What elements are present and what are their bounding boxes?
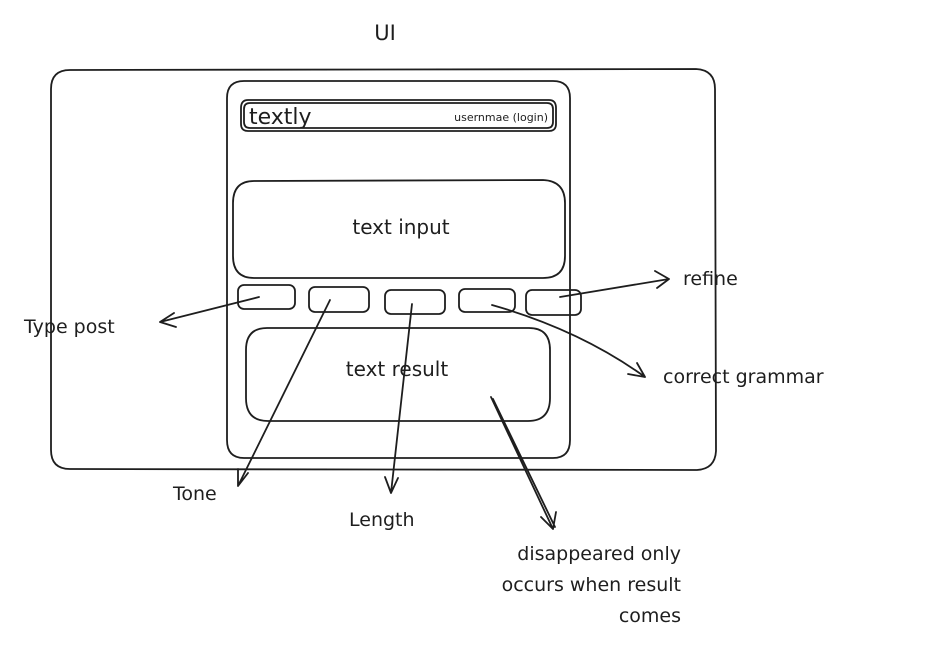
label-type-post: Type post <box>23 316 115 338</box>
label-length: Length <box>349 509 415 531</box>
length-button[interactable] <box>384 289 446 315</box>
note-line-2: occurs when result <box>502 574 681 596</box>
text-input-label: text input <box>352 215 449 239</box>
type-post-button[interactable] <box>237 284 296 310</box>
arrow-correct-grammar <box>491 304 646 378</box>
arrow-length <box>384 303 413 494</box>
text-result-label: text result <box>346 357 449 381</box>
correct-grammar-button[interactable] <box>458 288 516 313</box>
note-line-3: comes <box>619 605 681 627</box>
arrow-refine <box>559 270 670 298</box>
app-header <box>240 99 557 132</box>
label-refine: refine <box>683 268 738 290</box>
arrow-tone <box>237 299 331 487</box>
diagram-title: UI <box>374 21 396 45</box>
refine-button[interactable] <box>525 289 582 316</box>
arrow-result-note <box>490 396 557 530</box>
text-input-box[interactable] <box>232 179 566 279</box>
app-frame <box>226 80 571 459</box>
arrow-type-post <box>159 296 260 328</box>
label-tone: Tone <box>172 483 217 505</box>
label-correct-grammar: correct grammar <box>663 366 824 388</box>
outer-frame <box>50 68 717 471</box>
tone-button[interactable] <box>308 286 370 313</box>
note-line-1: disappeared only <box>517 543 681 565</box>
text-result-box <box>245 327 551 422</box>
app-header-inner <box>243 102 554 129</box>
brand-logo: textly <box>249 105 312 130</box>
user-login-link[interactable]: usernmae (login) <box>454 111 548 124</box>
